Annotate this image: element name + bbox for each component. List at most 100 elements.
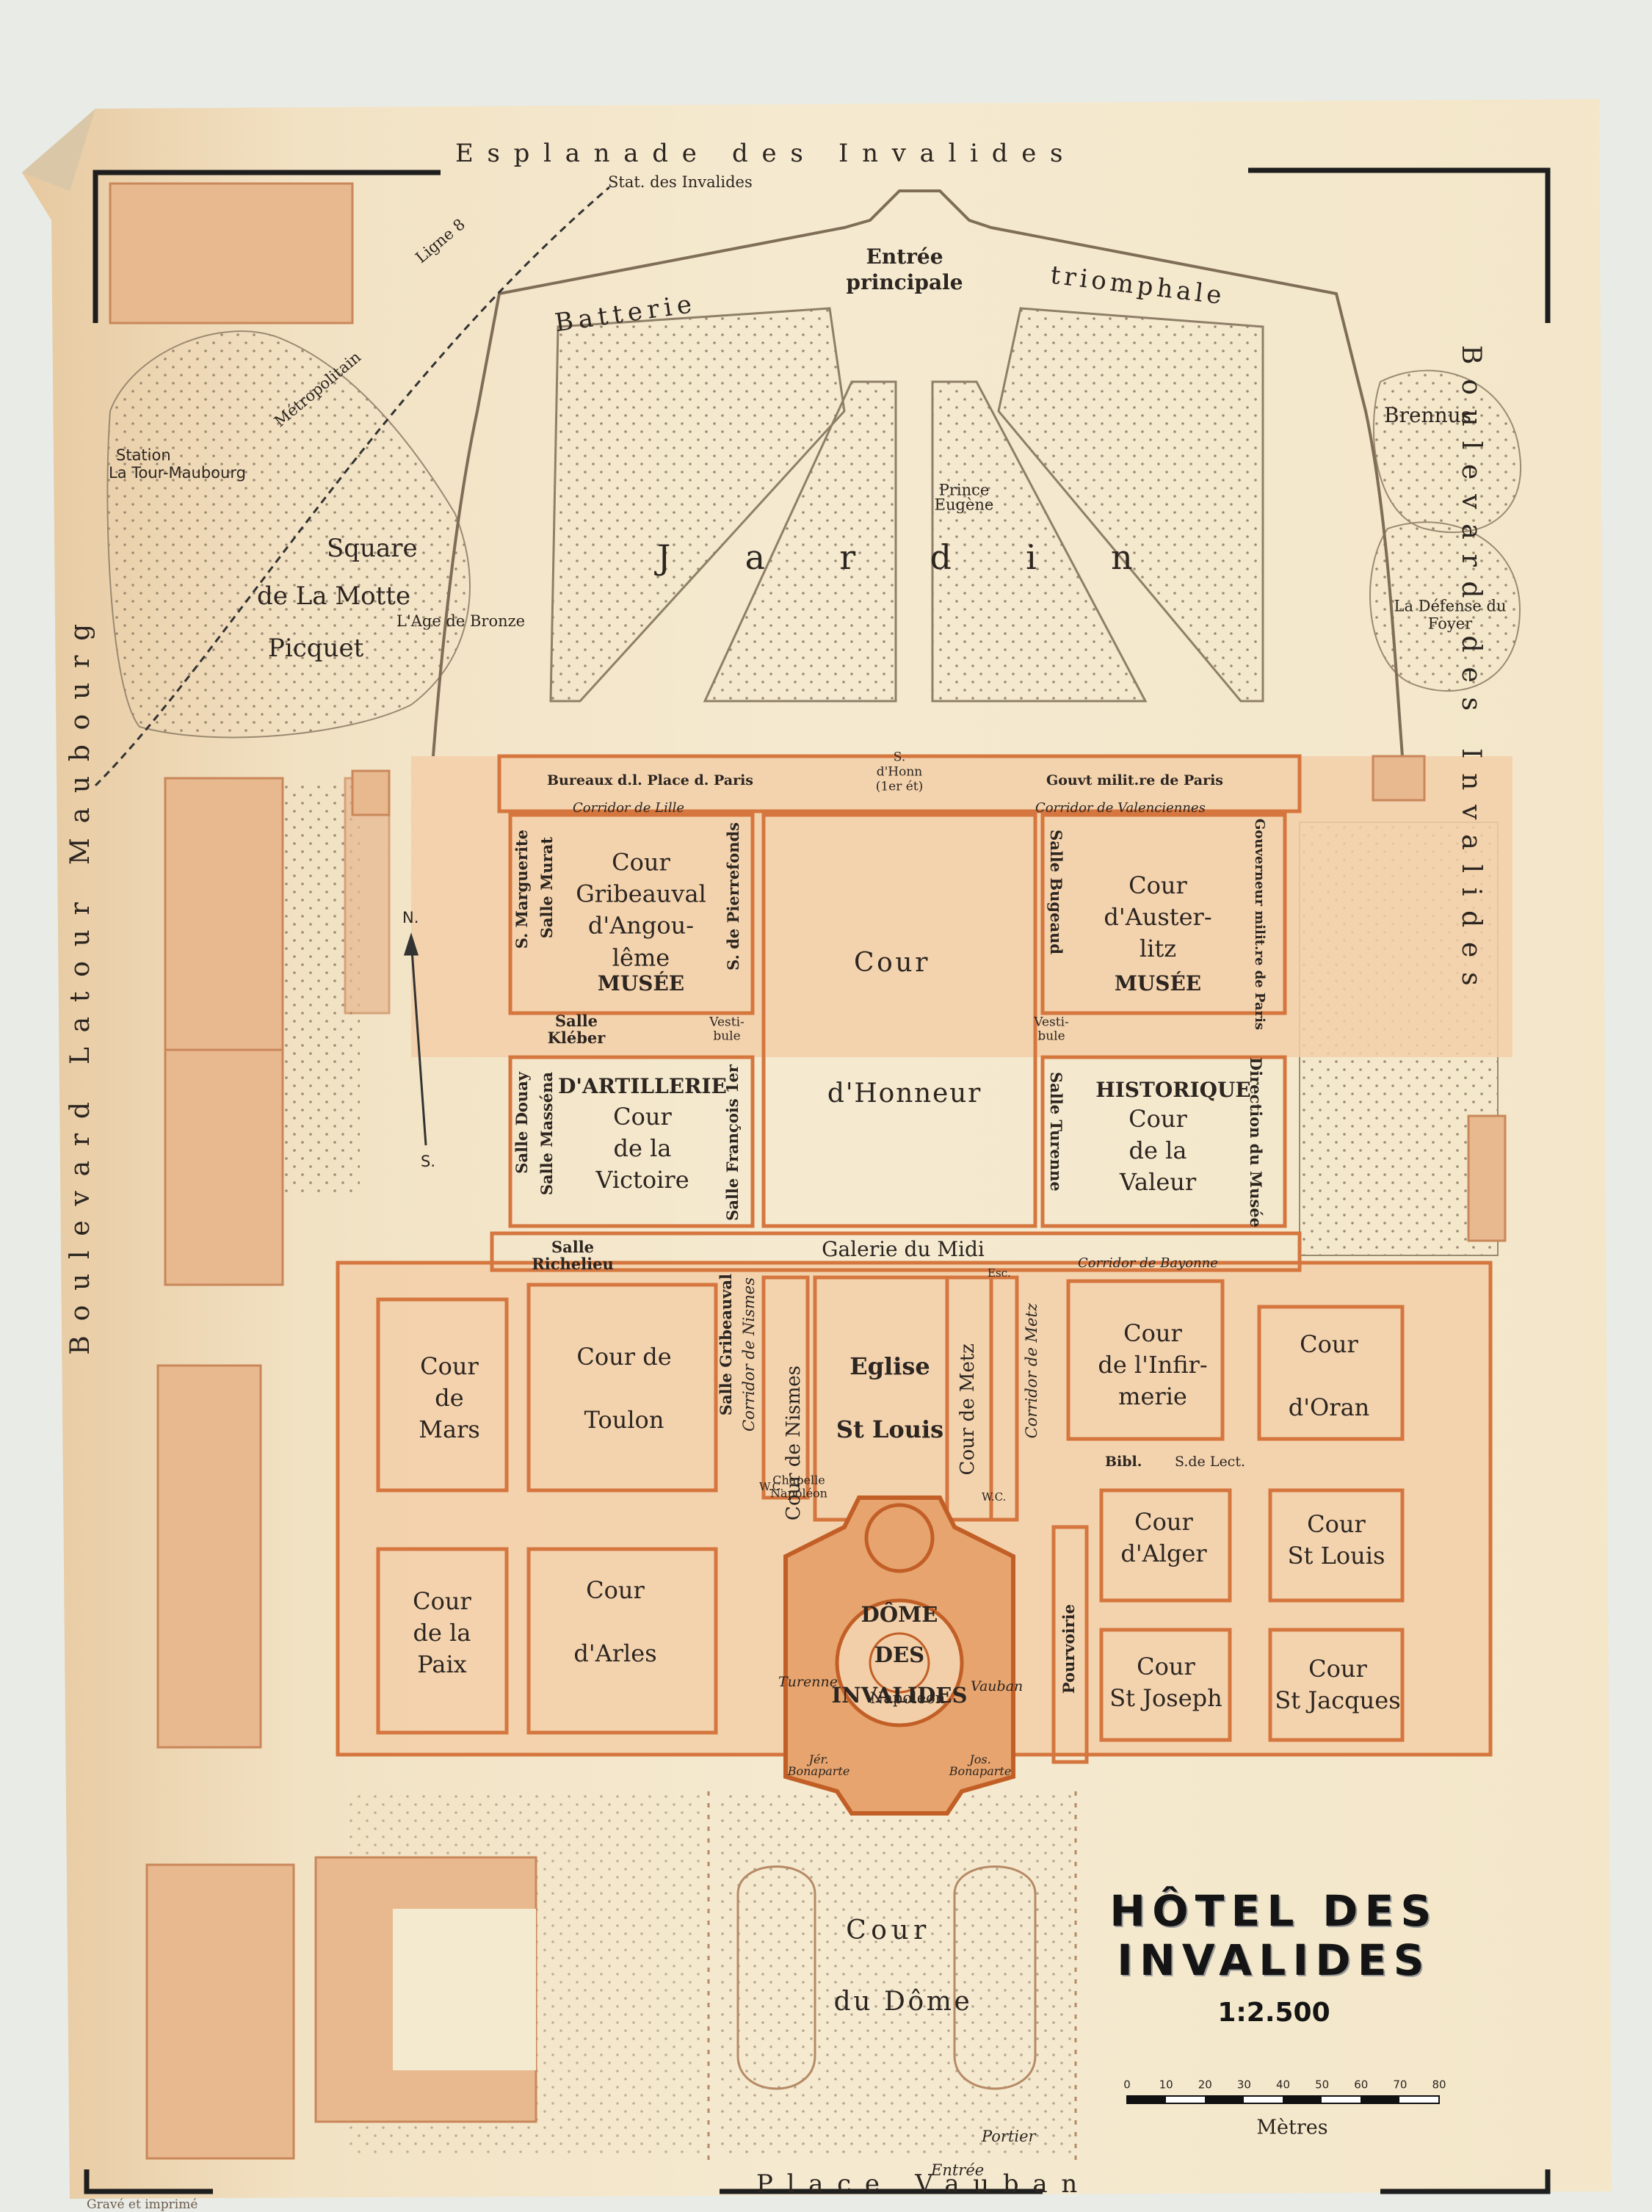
garden-east-foyer [1369,521,1521,692]
cour-paix-block [376,1547,509,1735]
map-scale-ratio: 1:2.500 [1217,1998,1330,2028]
block-west-4 [145,1863,295,2160]
scale-tick-label: 20 [1198,2078,1212,2092]
parterre-west [549,307,846,703]
label-cour-de-toulon: Cour de Toulon [576,1343,672,1435]
label-s-marguerite: S. Marguerite [512,830,531,949]
cour-st-louis-block [1268,1488,1405,1603]
block-west-3 [156,1364,262,1749]
label-salle-massena: Salle Masséna [537,1072,556,1196]
label-cour-de-mars: Cour de Mars [419,1352,480,1444]
scale-tick-label: 70 [1393,2078,1408,2092]
court-austerlitz-block [1040,813,1287,1015]
map-scale-unit: Mètres [1256,2116,1328,2139]
label-salle-bugeaud: Salle Bugeaud [1047,830,1065,955]
label-la-tour-maubourg-station: La Tour-Maubourg [109,464,246,482]
label-de-la-motte: de La Motte [257,581,411,611]
label-cour-du-dome-1: Cour [846,1915,931,1946]
label-compass-north: N. [402,909,419,926]
label-d-artillerie: D'ARTILLERIE [558,1074,727,1098]
block-west-strip [344,777,391,1015]
label-wc-west: W.C. [759,1480,784,1493]
label-musee-west-text: MUSÉE [597,971,685,996]
block-nw-corner [109,182,354,324]
label-salle-turenne: Salle Turenne [1047,1072,1065,1192]
garden-cour-dome [716,1791,1072,2158]
label-cour-d-alger: Cour d'Alger [1120,1507,1207,1567]
label-bureaux-place-de-paris: Bureaux d.l. Place d. Paris [547,772,754,788]
label-portier: Portier [982,2128,1036,2145]
label-principale: principale [846,270,963,294]
label-napoleon-tomb: Napoléon [870,1689,946,1707]
label-gouverneur-militaire: Gouverneur milit.re de Paris [1252,819,1267,1031]
label-prince: Prince [938,481,990,499]
label-cour-de-metz: Cour de Metz [957,1343,979,1476]
label-vauban-tomb: Vauban [971,1678,1024,1694]
label-entree: Entrée [866,244,943,269]
dome-des-invalides-plan [783,1495,1015,1816]
cour-st-joseph-block [1099,1628,1232,1742]
label-salle-kleber: Salle Kléber [547,1011,606,1047]
label-gouvt-milit-de-paris: Gouvt milit.re de Paris [1046,772,1224,788]
court-angouleme-block [508,813,755,1015]
metro-line-8 [94,186,610,787]
label-place-vauban: Place Vauban [756,2169,1091,2199]
folded-corner [22,109,95,191]
label-cour-d-arles: Cour d'Arles [573,1576,657,1668]
label-bibl: Bibl. [1105,1454,1142,1470]
parterre-east [997,307,1264,703]
label-musee-east: MUSÉE [1114,971,1202,996]
label-turenne-tomb: Turenne [778,1674,838,1690]
label-square: Square [327,534,418,563]
label-corridor-de-metz: Corridor de Metz [1023,1303,1040,1439]
label-cour-d-oran: Cour d'Oran [1288,1330,1370,1422]
label-salle-douay: Salle Douay [512,1072,531,1174]
label-cour-st-joseph: Cour St Joseph [1109,1652,1222,1712]
label-galerie-du-midi: Galerie du Midi [822,1237,985,1261]
annex-east-1 [1372,755,1426,802]
label-picquet: Picquet [268,634,364,663]
garden-east-brennus [1372,369,1522,534]
scale-tick-label: 60 [1354,2078,1369,2092]
label-foyer: Foyer [1427,614,1473,633]
label-entree-sud: Entrée [931,2161,985,2179]
label-cour-du-dome-2: du Dôme [833,1987,973,2017]
label-la-defense-du: La Défense du [1394,597,1507,615]
cour-metz-strip [945,1275,1019,1522]
compass-needle [403,932,427,1146]
label-station: Station [116,446,171,464]
scale-bar [1126,2095,1440,2104]
label-d-honneur: d'Honneur [827,1078,982,1109]
label-eglise-st-louis: Eglise St Louis [836,1352,944,1444]
label-jos-bonaparte: Jos. Bonaparte [949,1752,1012,1778]
map-title-line-2: INVALIDES [1117,1934,1431,1985]
city-blocks [109,182,537,2160]
block-west-2 [164,1048,284,1286]
scale-tick-label: 10 [1159,2078,1173,2092]
label-s-de-lect: S.de Lect. [1175,1454,1246,1470]
label-brennus: Brennus [1384,403,1471,427]
label-corridor-de-lille: Corridor de Lille [573,800,685,816]
block-west-small [351,769,391,816]
label-vestibule-east: Vesti- bule [1034,1015,1069,1043]
cour-toulon-block [526,1283,718,1493]
label-age-de-bronze: L'Age de Bronze [396,612,526,630]
label-cour-de-la-paix: Cour de la Paix [413,1587,471,1679]
label-boulevard-des-invalides: Boulevard des Invalides [1456,345,1486,1001]
label-s: S. [893,750,906,765]
label-corridor-de-nismes: Corridor de Nismes [740,1277,758,1432]
scale-tick-label: 40 [1275,2078,1291,2092]
cour-arles-block [526,1547,718,1735]
map-title-block: HÔTEL DES INVALIDES 1:2.500 [1101,1887,1446,2028]
label-imprint: Gravé et imprimé [87,2197,198,2212]
scale-tick-label: 50 [1315,2078,1330,2092]
annex-east-2 [1467,1114,1507,1242]
label-boulevard-latour-maubourg: Boulevard Latour Maubourg [65,609,95,1355]
label-salle-francois: Salle François 1er [723,1065,742,1221]
label-eugene: Eugène [934,496,994,514]
label-dome-des-invalides: DÔME DES INVALIDES [831,1602,968,1708]
label-s-de-pierrefonds: S. de Pierrefonds [724,822,742,971]
galerie-midi-wing [490,1231,1302,1272]
cour-oran-block [1257,1305,1405,1441]
